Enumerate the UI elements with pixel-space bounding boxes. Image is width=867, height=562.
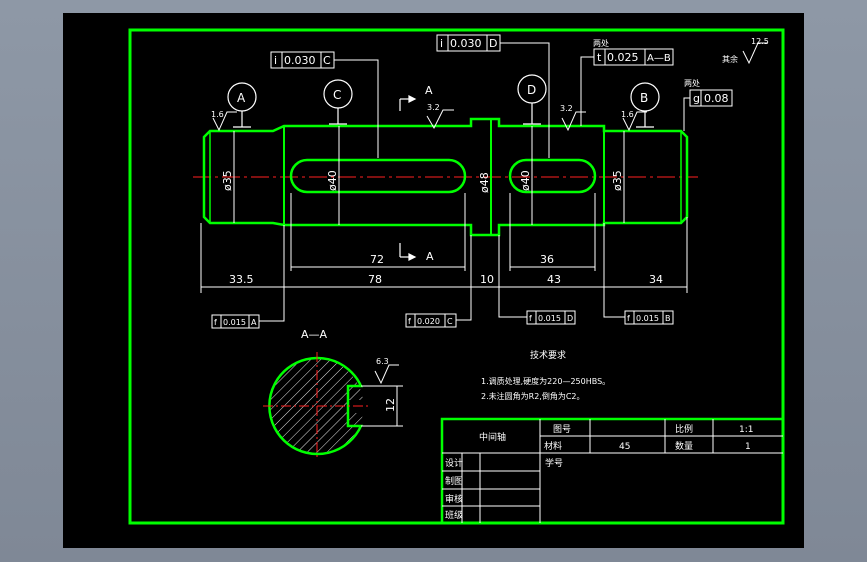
scale-value: 1:1 [739, 425, 753, 435]
roughness-symbol [426, 109, 454, 130]
tol-value: 0.025 [607, 51, 639, 64]
note-two-places: 两处 [684, 78, 700, 88]
dim-diameter-mid-left: ø40 [326, 170, 339, 191]
tol-value: 0.015 [636, 314, 659, 323]
dim-length: 72 [370, 253, 384, 266]
tech-req-line2: 2.未注圆角为R2,倒角为C2。 [481, 391, 585, 401]
label-school: 班级 [445, 509, 463, 521]
tol-value: 0.08 [704, 92, 729, 105]
tol-datum: A—B [647, 53, 671, 64]
label-check: 审核 [445, 493, 463, 505]
section-label-bottom: A [426, 250, 434, 263]
tol-datum: D [567, 314, 573, 323]
tol-symbol: t [597, 51, 602, 64]
rest-label: 其余 [722, 54, 738, 64]
tech-req-title: 技术要求 [530, 349, 566, 361]
roughness-value: 1.6 [621, 110, 634, 119]
label-design: 设计 [445, 457, 463, 469]
diameter-dim-lines [233, 126, 625, 225]
dim-length: 10 [480, 273, 494, 286]
title-block-grid [440, 417, 785, 525]
datum-letter-a: A [237, 91, 246, 105]
tol-datum: C [323, 54, 331, 67]
tol-datum: B [665, 314, 671, 323]
engineering-drawing: ø35 ø40 ø48 ø40 ø35 A A A C D B [128, 28, 785, 525]
dim-length: 36 [540, 253, 554, 266]
dim-diameter-collar: ø48 [478, 172, 491, 193]
tol-symbol: i [274, 54, 277, 67]
dim-diameter-right: ø35 [611, 170, 624, 191]
tol-symbol: f [627, 314, 630, 323]
keyway-right [508, 158, 597, 194]
roughness-value: 3.2 [427, 103, 440, 112]
roughness-symbol [374, 364, 399, 385]
tol-datum: D [489, 37, 497, 50]
label-quantity: 数量 [675, 440, 693, 452]
tol-symbol: g [693, 92, 700, 105]
tol-value: 0.015 [223, 318, 246, 327]
roughness-symbol [212, 111, 237, 132]
dim-length: 43 [547, 273, 561, 286]
section-view-title: A—A [301, 328, 328, 341]
roughness-symbol-rest [742, 42, 768, 65]
length-dim-lines [200, 193, 688, 293]
tol-symbol: i [440, 37, 443, 50]
cad-viewport: ø35 ø40 ø48 ø40 ø35 A A A C D B [63, 13, 804, 548]
keyway-dim-lines [361, 385, 403, 427]
dim-length: 78 [368, 273, 382, 286]
material-value: 45 [619, 442, 630, 452]
label-material: 材料 [544, 440, 562, 452]
label-drawing-number: 图号 [553, 424, 571, 435]
keyway-width: 12 [384, 398, 397, 412]
label-scale: 比例 [675, 423, 693, 435]
roughness-value: 3.2 [560, 104, 573, 113]
tech-req-line1: 1.调质处理,硬度为220—250HBS。 [481, 376, 610, 386]
dim-diameter-mid-right: ø40 [519, 170, 532, 191]
tol-value: 0.030 [450, 37, 482, 50]
dim-length: 33.5 [229, 273, 254, 286]
roughness-value: 1.6 [211, 110, 224, 119]
roughness-symbol [622, 111, 647, 132]
tol-symbol: f [214, 318, 217, 327]
tol-symbol: f [408, 317, 411, 326]
part-name: 中间轴 [479, 431, 506, 443]
tol-value: 0.030 [284, 54, 316, 67]
tol-value: 0.020 [417, 317, 440, 326]
datum-letter-d: D [527, 83, 536, 97]
tol-value: 0.015 [538, 314, 561, 323]
roughness-symbol [561, 111, 586, 132]
quantity-value: 1 [745, 442, 751, 452]
section-cut-marker-bottom [399, 243, 417, 261]
tol-symbol: f [529, 314, 532, 323]
roughness-value: 6.3 [376, 357, 389, 366]
label-drawn: 制图 [445, 475, 463, 487]
datum-letter-b: B [640, 91, 648, 105]
dim-length: 34 [649, 273, 663, 286]
note-two-places: 两处 [593, 38, 609, 48]
section-outline [268, 356, 363, 456]
dim-diameter-left: ø35 [221, 170, 234, 191]
tol-datum: C [447, 317, 453, 326]
section-cut-marker-top [399, 95, 417, 111]
datum-letter-c: C [333, 88, 341, 102]
tol-datum: A [251, 318, 257, 327]
roughness-rest-value: 12.5 [751, 37, 769, 46]
label-number: 学号 [545, 457, 563, 469]
keyway-left [289, 158, 467, 194]
section-label-top: A [425, 84, 433, 97]
